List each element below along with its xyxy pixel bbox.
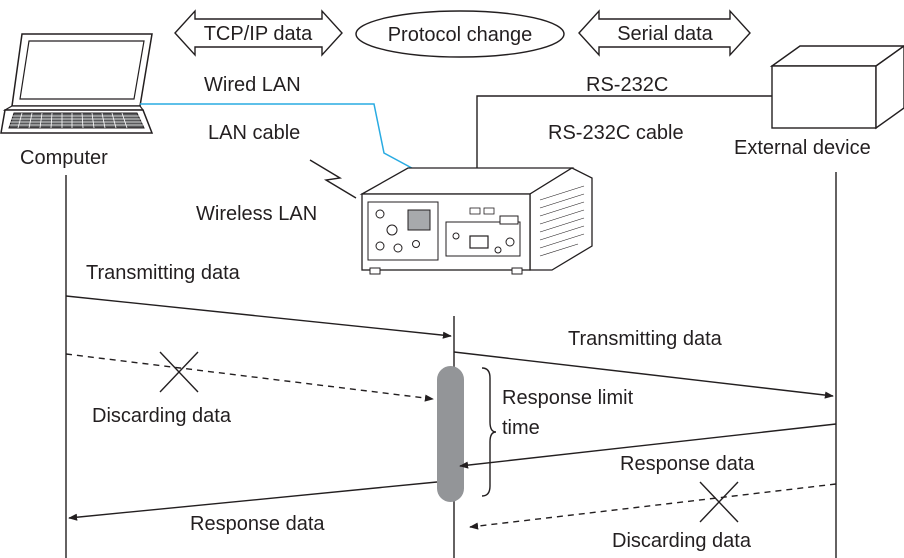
laptop-icon	[0, 33, 154, 134]
response-right-label: Response data	[620, 453, 755, 475]
discard-right-arrow	[469, 483, 837, 530]
response-limit-brace	[481, 367, 497, 497]
serial-data-arrow: Serial data	[578, 9, 751, 57]
response-left-arrow	[68, 481, 438, 521]
discard-left-label: Discarding data	[92, 405, 232, 427]
transmit-left-label: Transmitting data	[86, 262, 241, 284]
projector-icon	[359, 167, 593, 275]
discard-left-cross-icon	[159, 351, 199, 393]
tcpip-data-label: TCP/IP data	[204, 23, 313, 45]
wireless-signal-icon	[309, 159, 357, 199]
response-right-arrow	[459, 423, 837, 469]
response-limit-bar	[437, 366, 464, 502]
response-limit-label-1: Response limit	[502, 387, 634, 409]
transmit-right-label: Transmitting data	[568, 328, 723, 350]
computer-label: Computer	[20, 147, 108, 169]
protocol-change-label: Protocol change	[388, 24, 533, 46]
rs232c-label: RS-232C	[586, 74, 668, 96]
protocol-change-ellipse: Protocol change	[355, 10, 565, 58]
rs232c-cable-label: RS-232C cable	[548, 122, 684, 144]
serial-data-label: Serial data	[617, 23, 713, 45]
response-left-label: Response data	[190, 513, 325, 535]
tcpip-data-arrow: TCP/IP data	[174, 9, 343, 57]
external-device-label: External device	[734, 137, 871, 159]
discard-left-arrow	[65, 353, 434, 402]
transmit-right-arrow	[453, 351, 834, 399]
wireless-lan-label: Wireless LAN	[196, 203, 317, 225]
discard-right-cross-icon	[699, 481, 739, 523]
response-limit-label-2: time	[502, 417, 540, 439]
discard-right-label: Discarding data	[612, 530, 752, 552]
external-device-icon	[769, 45, 904, 130]
transmit-left-arrow	[65, 295, 452, 339]
lan-cable-label: LAN cable	[208, 122, 300, 144]
wired-lan-label: Wired LAN	[204, 74, 301, 96]
